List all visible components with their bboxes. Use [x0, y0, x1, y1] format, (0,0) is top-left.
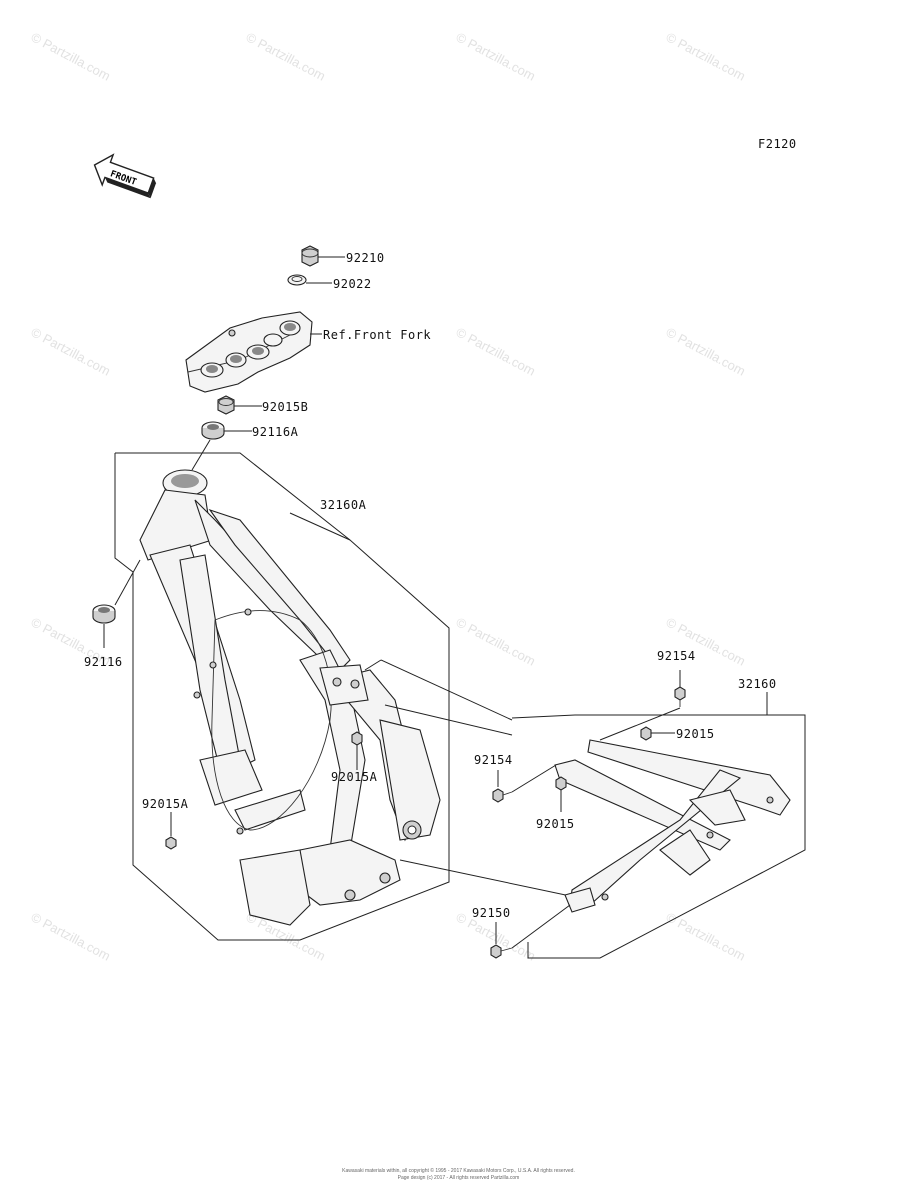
label-92154-mid: 92154 — [474, 753, 513, 767]
watermark: © Partzilla.com — [664, 29, 748, 83]
label-92015A-right: 92015A — [331, 770, 378, 784]
watermark: © Partzilla.com — [454, 614, 538, 668]
label-92015B: 92015B — [262, 400, 308, 414]
label-92150: 92150 — [472, 906, 511, 920]
nut-92210-icon — [301, 245, 345, 267]
watermark: © Partzilla.com — [29, 324, 113, 378]
bolt-92154-top-icon — [599, 670, 686, 741]
bolt-92015A-left-icon — [165, 812, 177, 850]
subframe-icon — [554, 739, 791, 913]
label-92210: 92210 — [346, 251, 385, 265]
nut-92015B-icon — [217, 395, 262, 415]
bearing-92116-icon — [92, 559, 141, 648]
subframe-bracket-outline — [511, 714, 806, 959]
footer-copyright: Kawasaki materials within, all copyright… — [342, 1168, 575, 1174]
watermark-grid: © Partzilla.com © Partzilla.com © Partzi… — [29, 29, 748, 963]
watermark: © Partzilla.com — [29, 909, 113, 963]
label-92015-mid: 92015 — [536, 817, 575, 831]
washer-92022-icon — [287, 274, 332, 286]
footer-design: Page design (c) 2017 - All rights reserv… — [397, 1175, 520, 1181]
label-92116A: 92116A — [252, 425, 299, 439]
watermark: © Partzilla.com — [29, 29, 113, 83]
triple-clamp-icon — [185, 311, 322, 393]
watermark: © Partzilla.com — [454, 324, 538, 378]
frame-bracket-outline — [114, 452, 450, 941]
bolt-92154-mid-icon — [492, 764, 557, 803]
label-92022: 92022 — [333, 277, 372, 291]
label-ref-front-fork: Ref.Front Fork — [323, 328, 431, 342]
bolt-92015A-right-icon — [351, 731, 363, 770]
label-92116: 92116 — [84, 655, 123, 669]
label-92015-top: 92015 — [676, 727, 715, 741]
watermark: © Partzilla.com — [454, 29, 538, 83]
label-32160A: 32160A — [320, 498, 367, 512]
bolt-92015-top-icon — [640, 726, 675, 741]
label-32160: 32160 — [738, 677, 777, 691]
label-92154-top: 92154 — [657, 649, 696, 663]
label-92015A-left: 92015A — [142, 797, 189, 811]
bolt-92015-mid-icon — [555, 776, 567, 812]
bolt-92150-icon — [490, 904, 571, 959]
watermark: © Partzilla.com — [244, 29, 328, 83]
diagram-code: F2120 — [758, 137, 797, 151]
front-arrow-icon: FRONT — [93, 153, 157, 199]
main-frame-icon — [139, 469, 441, 926]
watermark: © Partzilla.com — [664, 324, 748, 378]
bearing-92116A-icon — [191, 421, 252, 471]
